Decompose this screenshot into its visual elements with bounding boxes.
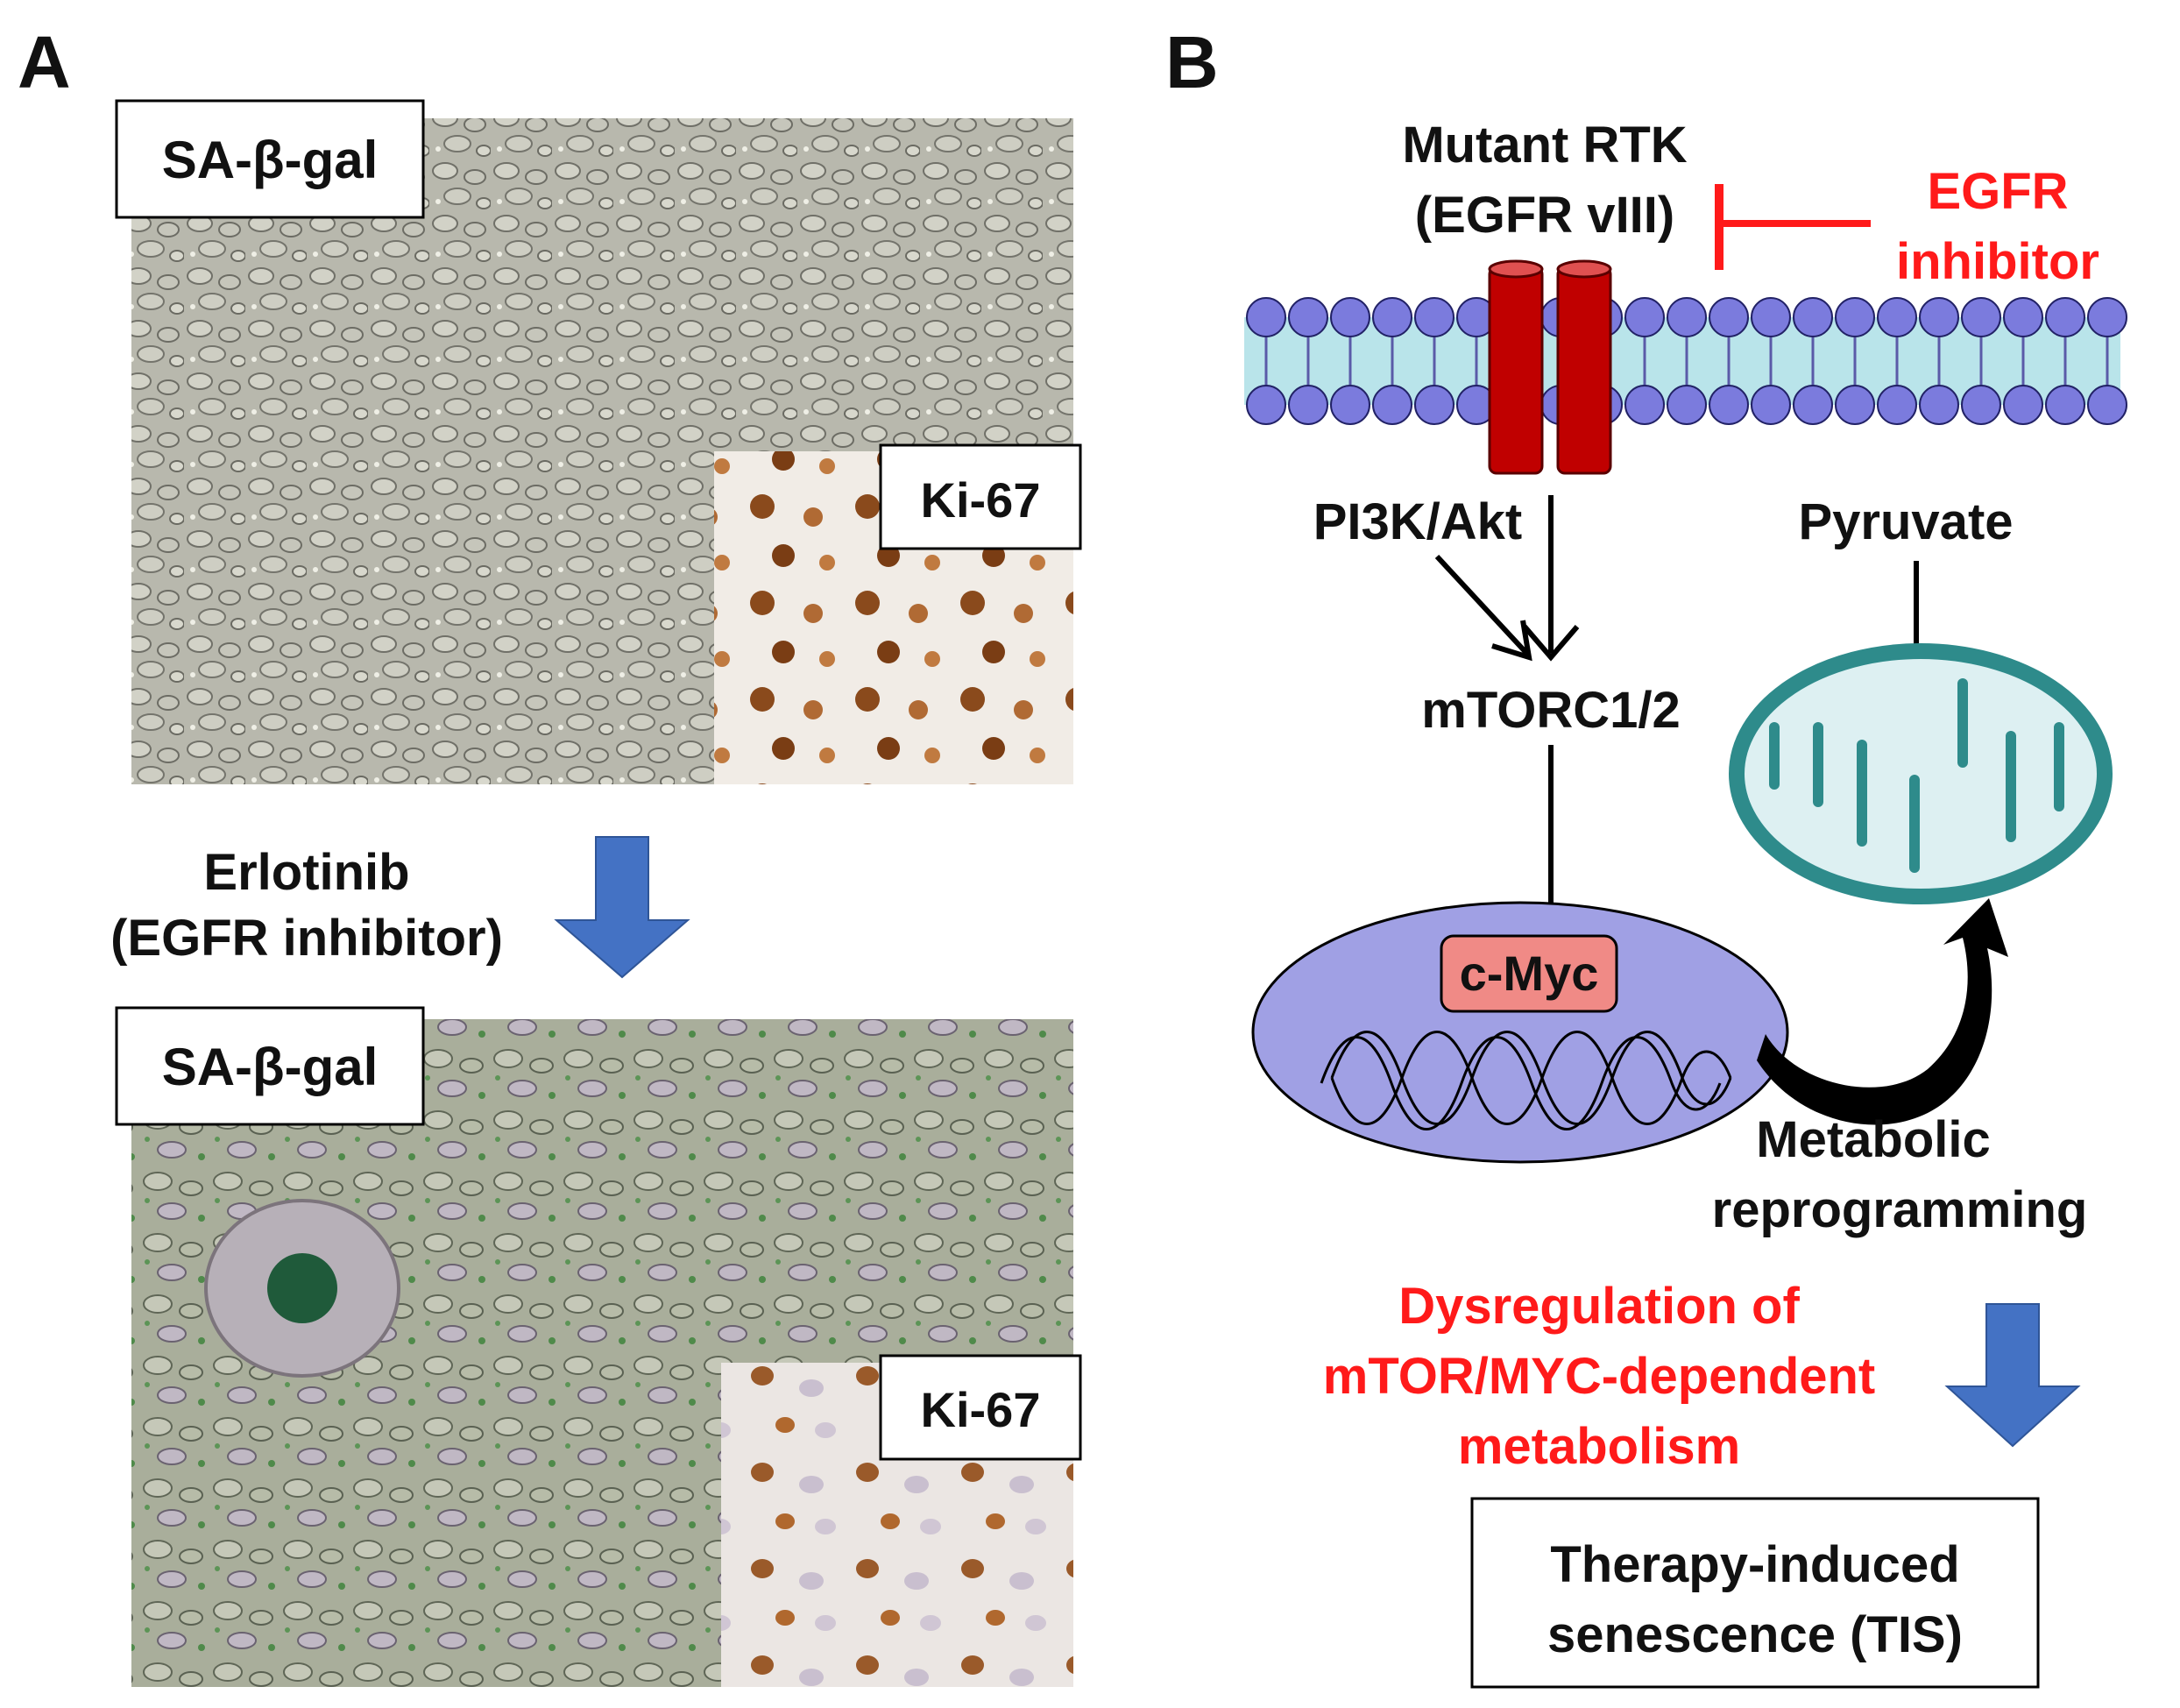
mitochondrion-cristae bbox=[1769, 678, 2064, 873]
metabolic-curved-arrow bbox=[1757, 898, 2008, 1125]
lipid-head bbox=[1877, 385, 1917, 425]
dysregulation-line1: Dysregulation of bbox=[1398, 1278, 1800, 1335]
bottom-stain-label: SA-β-gal bbox=[162, 1038, 379, 1096]
treatment-line2: (EGFR inhibitor) bbox=[110, 910, 503, 967]
mtorc-label: mTORC1/2 bbox=[1421, 682, 1680, 739]
lipid-head bbox=[1877, 297, 1917, 337]
panel-b-letter: B bbox=[1165, 21, 1219, 103]
lipid-head bbox=[1667, 385, 1707, 425]
receptor-line1: Mutant RTK bbox=[1402, 117, 1687, 174]
treatment-down-arrow bbox=[554, 836, 690, 979]
outcome-line1: Therapy-induced bbox=[1550, 1536, 1959, 1593]
top-ki67-inset: Ki-67 bbox=[714, 443, 1082, 784]
top-ki67-label-box bbox=[879, 443, 1082, 550]
lipid-head bbox=[2087, 297, 2127, 337]
inhibitor-line1: EGFR bbox=[1927, 163, 2068, 220]
lipid-head bbox=[1961, 385, 2001, 425]
inhibitor-line2: inhibitor bbox=[1896, 233, 2099, 290]
receptor-line2: (EGFR vIII) bbox=[1415, 187, 1674, 244]
lipid-head bbox=[1414, 297, 1455, 337]
lipid-head bbox=[1414, 385, 1455, 425]
lipid-head bbox=[1961, 297, 2001, 337]
lipid-head bbox=[1330, 385, 1370, 425]
treatment-line1: Erlotinib bbox=[203, 844, 409, 901]
dysregulation-line3: metabolism bbox=[1458, 1418, 1740, 1475]
senescent-cell-nucleus bbox=[267, 1253, 337, 1323]
treatment-step: Erlotinib (EGFR inhibitor) bbox=[110, 836, 690, 979]
lipid-head bbox=[1835, 297, 1875, 337]
lipid-head bbox=[1330, 297, 1370, 337]
outcome-box: Therapy-induced senescence (TIS) bbox=[1470, 1497, 2040, 1689]
top-stain-label-box bbox=[115, 99, 425, 219]
nucleus-body bbox=[1251, 901, 1789, 1164]
bottom-ki67-label: Ki-67 bbox=[921, 1382, 1041, 1437]
top-stain-label: SA-β-gal bbox=[162, 131, 379, 189]
membrane-heads-outer bbox=[1246, 297, 2127, 337]
lipid-head bbox=[1919, 385, 1959, 425]
lipid-head bbox=[1372, 297, 1412, 337]
lipid-head bbox=[1246, 297, 1286, 337]
outcome-down-arrow bbox=[1944, 1303, 2081, 1448]
bottom-ki67-inset: Ki-67 bbox=[721, 1354, 1082, 1687]
mitochondrion-outer bbox=[1729, 643, 2113, 904]
lipid-head bbox=[2003, 385, 2043, 425]
nucleus: c-Myc bbox=[1251, 901, 1789, 1164]
lipid-head bbox=[2045, 297, 2085, 337]
pyruvate-label: Pyruvate bbox=[1798, 493, 2013, 550]
receptor-label: Mutant RTK (EGFR vIII) bbox=[1402, 117, 1687, 244]
lipid-head bbox=[1709, 385, 1749, 425]
lipid-head bbox=[1624, 297, 1665, 337]
outcome-box-frame bbox=[1470, 1497, 2040, 1689]
dysregulation-label: Dysregulation of mTOR/MYC-dependent meta… bbox=[1323, 1278, 1876, 1475]
inhibitor-label: EGFR inhibitor bbox=[1896, 163, 2099, 290]
lipid-head bbox=[1246, 385, 1286, 425]
lipid-head bbox=[1793, 297, 1833, 337]
lipid-head bbox=[1751, 385, 1791, 425]
receptor-left bbox=[1488, 266, 1544, 475]
cmyc-box bbox=[1440, 934, 1618, 1013]
panel-a-letter: A bbox=[18, 21, 71, 103]
cell-membrane bbox=[1244, 297, 2127, 425]
dysregulation-line2: mTOR/MYC-dependent bbox=[1323, 1348, 1876, 1405]
dna-helix bbox=[1320, 1031, 1732, 1130]
lipid-head bbox=[2003, 297, 2043, 337]
lipid-head bbox=[1835, 385, 1875, 425]
bottom-stain-label-box bbox=[115, 1006, 425, 1126]
lipid-head bbox=[1709, 297, 1749, 337]
inhibition-bar bbox=[1715, 184, 1871, 270]
lipid-head bbox=[2087, 385, 2127, 425]
metabolic-line2: reprogramming bbox=[1712, 1181, 2088, 1238]
mitochondrion bbox=[1729, 643, 2113, 904]
lipid-head bbox=[1288, 297, 1328, 337]
pi3k-to-mtorc-arrow bbox=[1434, 554, 1529, 656]
metabolic-line1: Metabolic bbox=[1756, 1111, 1991, 1168]
lipid-head bbox=[1751, 297, 1791, 337]
receptor-dimer bbox=[1488, 259, 1612, 475]
lipid-head bbox=[1793, 385, 1833, 425]
cmyc-label: c-Myc bbox=[1460, 946, 1599, 1001]
receptor-right bbox=[1556, 266, 1612, 475]
bottom-micrograph: Ki-67 SA-β-gal bbox=[115, 1006, 1082, 1687]
lipid-head bbox=[1624, 385, 1665, 425]
lipid-head bbox=[1372, 385, 1412, 425]
lipid-head bbox=[1288, 385, 1328, 425]
signal-arrows bbox=[1434, 495, 1945, 942]
lipid-head bbox=[2045, 385, 2085, 425]
pi3k-label: PI3K/Akt bbox=[1313, 493, 1523, 550]
top-ki67-label: Ki-67 bbox=[921, 472, 1041, 528]
bottom-ki67-label-box bbox=[879, 1354, 1082, 1461]
lipid-head bbox=[1919, 297, 1959, 337]
outcome-line2: senescence (TIS) bbox=[1547, 1606, 1963, 1663]
membrane-heads-inner bbox=[1246, 385, 2127, 425]
lipid-head bbox=[1667, 297, 1707, 337]
top-micrograph: Ki-67 SA-β-gal bbox=[115, 99, 1082, 784]
